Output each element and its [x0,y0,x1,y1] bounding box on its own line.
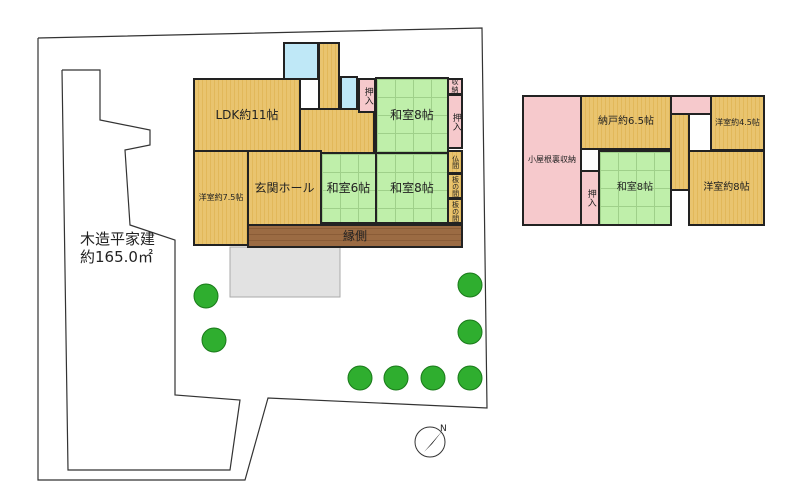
room-western-8: 洋室約8帖 [688,150,765,226]
compass-icon [414,426,446,458]
hallway-top [318,42,340,112]
room-western-4-5: 洋室約4.5帖 [710,95,765,151]
engawa: 縁側 [247,224,463,248]
storage: 収納 [447,78,463,95]
compass-label: N [440,424,447,434]
building-type: 木造平家建 [80,230,156,248]
room-japanese-8-bottom: 和室8帖 [375,152,449,224]
butsuma: 仏間 [447,150,463,174]
itanoma-1: 板の間 [447,173,463,199]
closet-2f: 押入 [580,170,600,226]
room-western-7-5: 洋室約7.5帖 [193,150,249,246]
room-japanese-8-top: 和室8帖 [375,77,449,154]
room-entrance-hall: 玄関ホール [247,150,322,226]
closet-left: 押入 [358,78,376,113]
site-label: 木造平家建 約165.0㎡ [80,230,155,266]
bathroom [283,42,319,80]
room-japanese-8-2f: 和室8帖 [598,150,672,226]
closet-small [670,95,712,115]
attic-storage: 小屋根裏収納 [522,95,582,226]
itanoma-2: 板の間 [447,198,463,224]
closet-right: 押入 [447,94,463,149]
tree-icon [193,272,483,391]
room-ldk: LDK約11帖 [193,78,301,152]
room-japanese-6: 和室6帖 [320,152,377,224]
hallway-2f [670,113,690,191]
building-area: 約165.0㎡ [80,248,153,266]
room-nando: 納戸約6.5帖 [580,95,672,150]
